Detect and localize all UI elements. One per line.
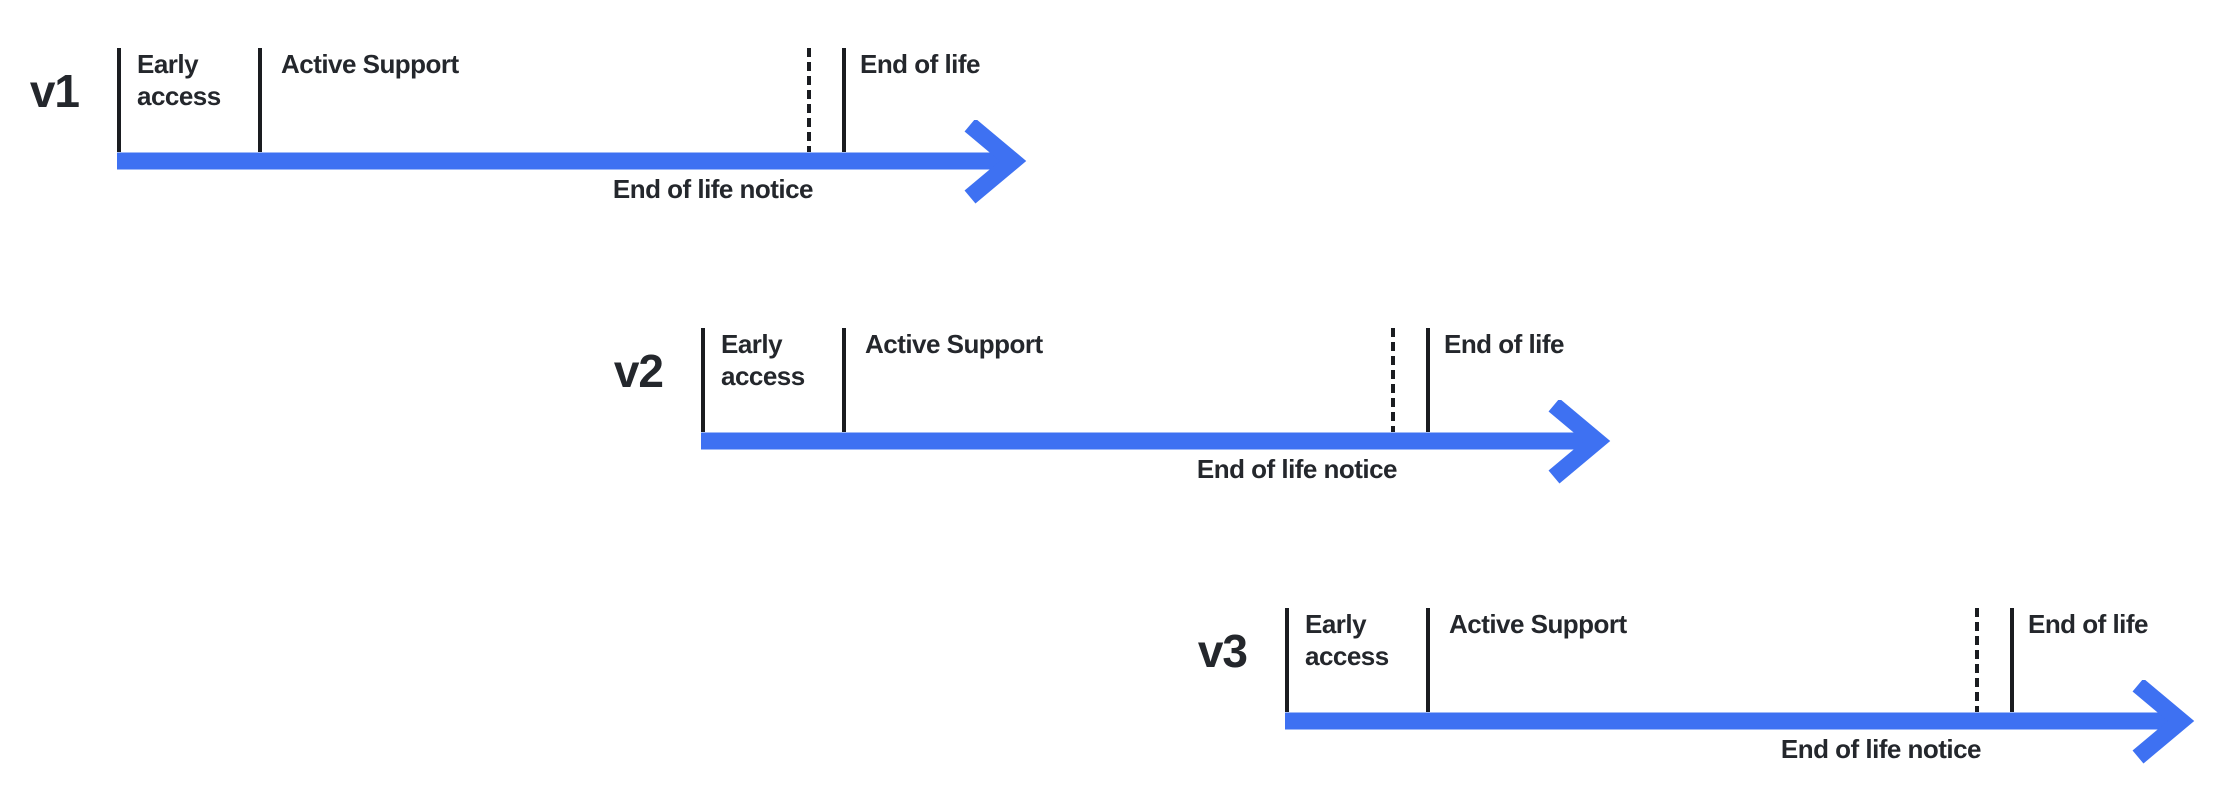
timeline-start-tick [1285,608,1289,712]
active-support-start-tick [1426,608,1430,712]
arrow-head [1548,400,1611,484]
version-label: v1 [29,65,80,117]
active-support-start-tick [842,328,846,432]
timeline-start-tick [117,48,121,152]
timeline-start-tick [701,328,705,432]
timeline-arrow [1285,680,2195,764]
end-of-life-label: End of life [2028,609,2148,639]
end-of-life-tick [842,48,846,152]
eol-notice-dashed-tick [1391,328,1395,432]
active-support-label: Active Support [281,49,459,79]
timeline-arrow [701,400,1611,484]
version-label: v2 [613,345,664,397]
eol-notice-dashed-tick [1975,608,1979,712]
early-access-label: Early access [137,49,221,111]
end-of-life-label: End of life [860,49,980,79]
active-support-label: Active Support [865,329,1043,359]
end-of-life-tick [1426,328,1430,432]
end-of-life-label: End of life [1444,329,1564,359]
eol-notice-dashed-tick [807,48,811,152]
timeline-v3: v3 Early access Active Support End of li… [1198,608,2228,812]
version-label: v3 [1197,625,1248,677]
arrow-head [964,120,1027,204]
timeline-v1: v1 Early access Active Support End of li… [30,48,1077,283]
end-of-life-notice-label: End of life notice [1196,454,1398,484]
active-support-label: Active Support [1449,609,1627,639]
timeline-v2: v2 Early access Active Support End of li… [614,328,1661,563]
timeline-arrow [117,120,1027,204]
end-of-life-notice-label: End of life notice [612,174,814,204]
early-access-label: Early access [1305,609,1389,671]
arrow-head [2132,680,2195,764]
end-of-life-tick [2010,608,2014,712]
active-support-start-tick [258,48,262,152]
end-of-life-notice-label: End of life notice [1780,734,1982,764]
early-access-label: Early access [721,329,805,391]
